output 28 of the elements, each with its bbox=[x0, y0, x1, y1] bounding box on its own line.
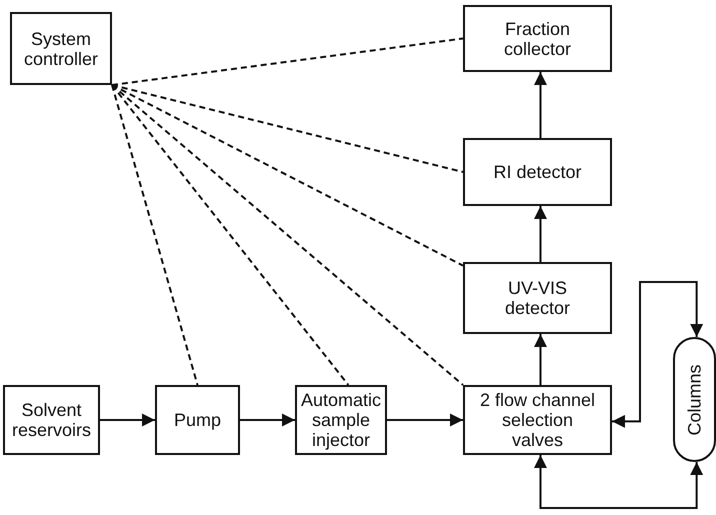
signal-line bbox=[111, 84, 198, 386]
box-label: Fraction collector bbox=[502, 18, 572, 58]
process-box bbox=[10, 12, 112, 85]
flow-arrow bbox=[534, 206, 547, 262]
process-box bbox=[463, 138, 612, 206]
box-label: RI detector bbox=[493, 162, 582, 182]
flow-arrow bbox=[100, 414, 155, 426]
process-box bbox=[463, 385, 612, 455]
process-box bbox=[155, 385, 240, 455]
flow-arrow bbox=[534, 72, 547, 138]
box-label: Solvent reservoirs bbox=[10, 400, 92, 440]
box-label: Automatic sample injector bbox=[300, 390, 382, 450]
signal-line bbox=[112, 38, 464, 86]
box-label: Pump bbox=[174, 410, 222, 430]
box-label: System controller bbox=[22, 28, 100, 68]
flow-arrow bbox=[534, 455, 704, 509]
flow-arrow bbox=[534, 334, 547, 385]
box-label: 2 flow channel selection valves bbox=[478, 390, 596, 450]
flow-arrow bbox=[240, 414, 295, 426]
box-label: UV-VIS detector bbox=[504, 278, 572, 318]
column-capsule bbox=[673, 337, 716, 462]
process-box bbox=[3, 385, 100, 455]
process-box bbox=[463, 262, 612, 334]
flow-arrow bbox=[612, 281, 704, 428]
process-box bbox=[463, 5, 612, 72]
box-label: Columns bbox=[684, 364, 704, 436]
flow-arrow bbox=[387, 414, 463, 426]
signal-line bbox=[111, 84, 350, 386]
